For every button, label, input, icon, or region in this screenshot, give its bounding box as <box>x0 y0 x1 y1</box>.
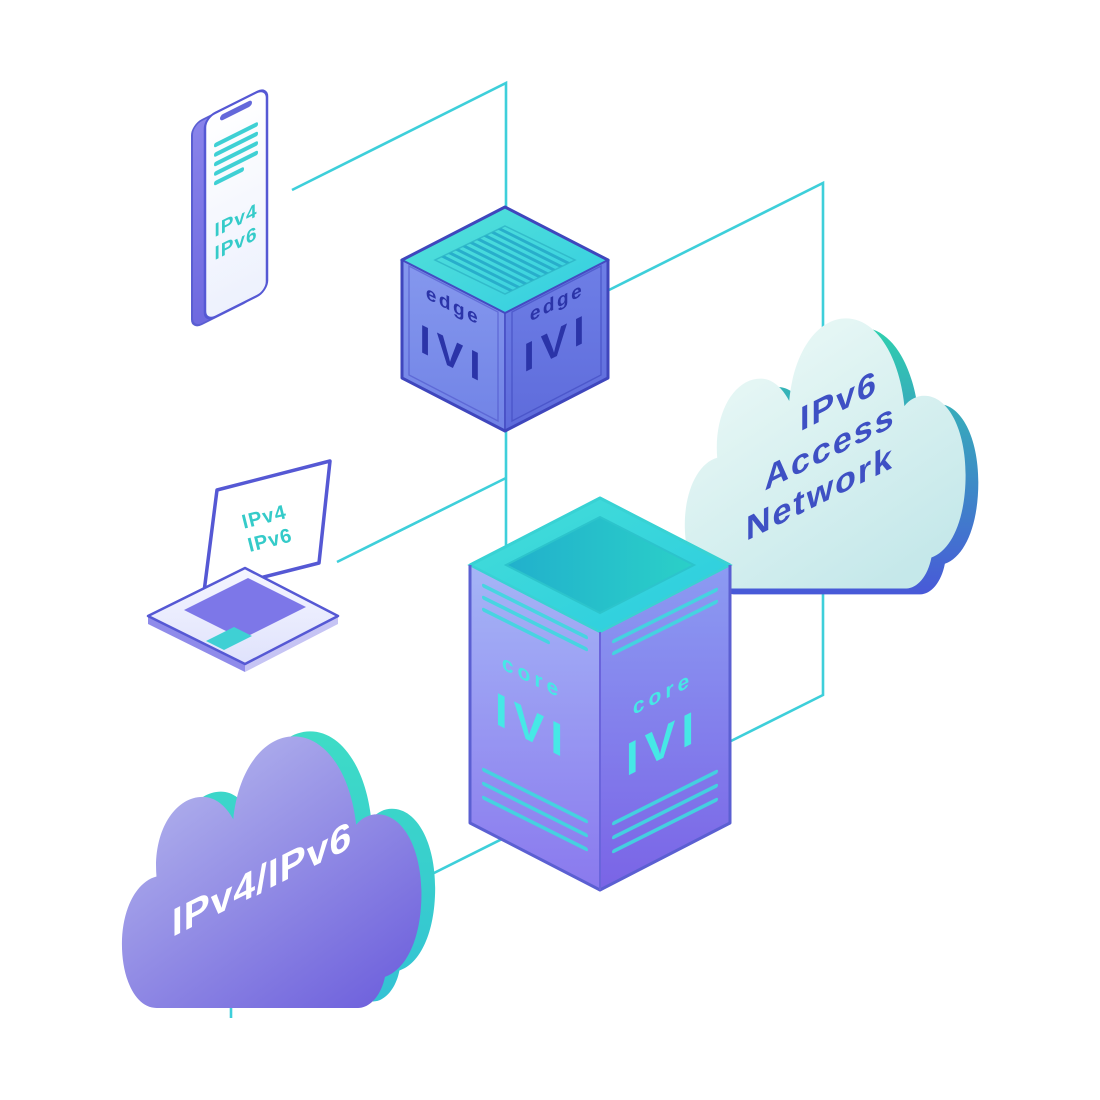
core-right-face-details <box>612 587 718 854</box>
core-top-inset-panel <box>503 515 697 615</box>
laptop-base-side-left <box>148 616 245 672</box>
phone-speaker-notch <box>220 100 252 121</box>
laptop-screen <box>202 459 332 594</box>
core-router-node: core IVI core IVI <box>467 496 733 892</box>
dual-stack-cloud-node: IPv4/IPv6 <box>121 731 436 1008</box>
core-top-edge-highlight <box>469 496 731 567</box>
laptop-base-side-right <box>245 616 338 672</box>
laptop-keyboard <box>184 578 306 639</box>
laptop-node: IPv4 IPv6 <box>146 459 340 672</box>
phone-screen-text-lines <box>214 122 258 186</box>
edge-router-right-inset-frame <box>511 264 602 423</box>
phone-screen <box>203 89 269 320</box>
edge-router-top-inset-frame <box>433 225 577 295</box>
edge-router-left-inset-frame <box>408 264 499 423</box>
edge-router-node: edge IVI edge IVI <box>399 205 611 433</box>
ipv6-access-cloud-node: IPv6 Access Network <box>684 318 979 595</box>
edge-router-outline <box>400 205 610 433</box>
core-left-face-details <box>482 583 588 852</box>
link-laptop-core <box>336 476 507 564</box>
phone-node: IPv4 IPv6 <box>191 89 269 327</box>
laptop-touchpad <box>206 627 252 650</box>
laptop-screen-labels: IPv4 IPv6 <box>240 501 295 557</box>
